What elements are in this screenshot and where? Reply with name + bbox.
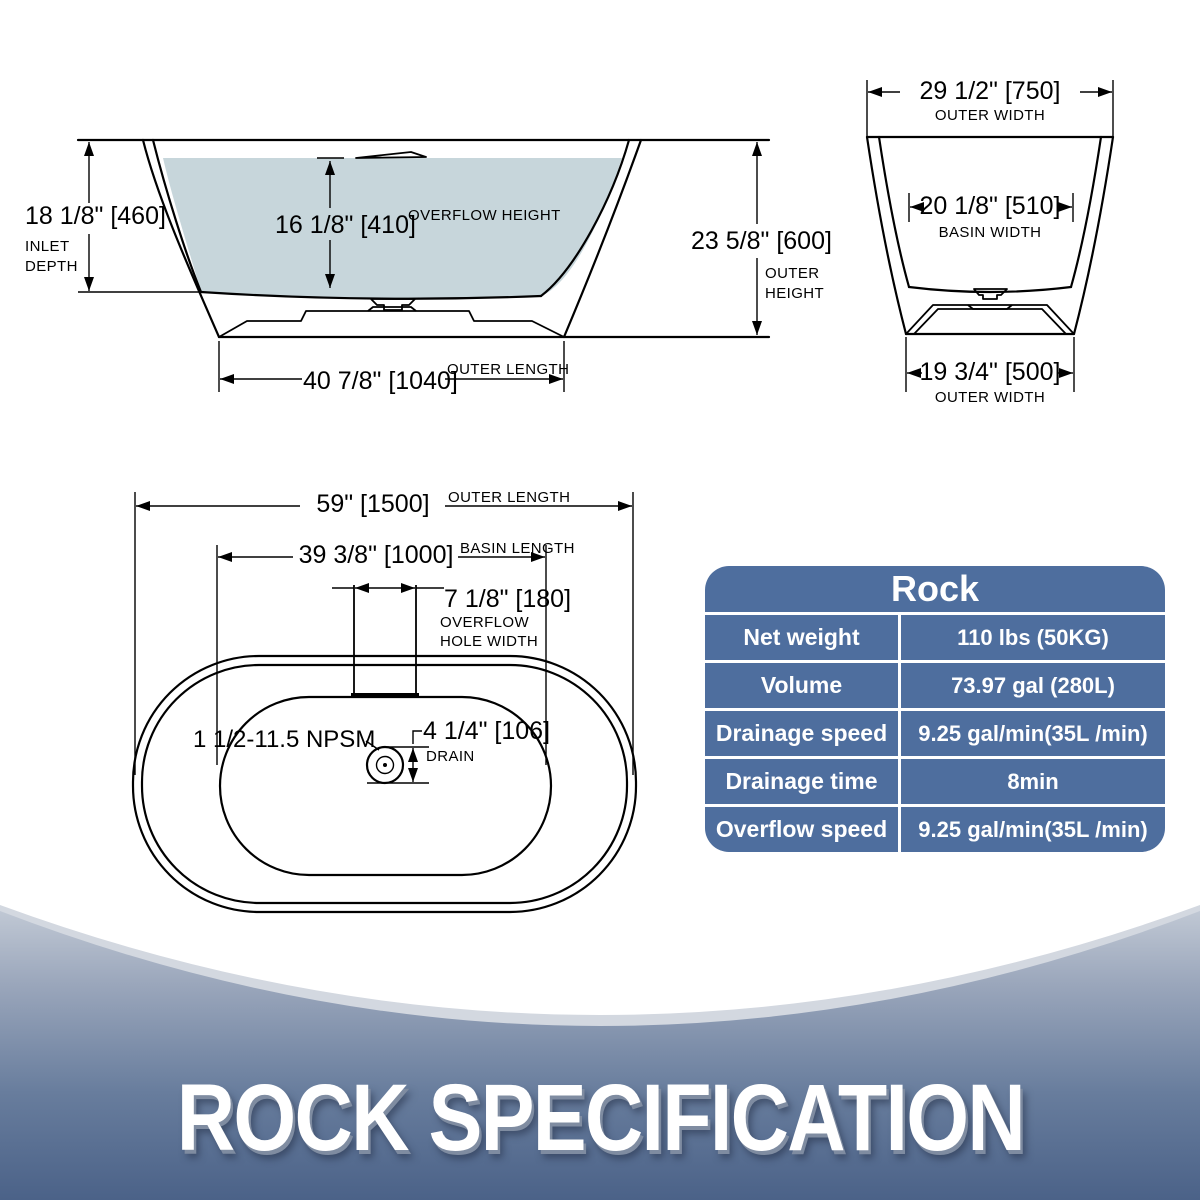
bottom-banner: ROCK SPECIFICATION bbox=[0, 893, 1200, 1200]
plan-view-diagram: 59" [1500] OUTER LENGTH 39 3/8" [1000] B… bbox=[131, 489, 638, 914]
spec-value: 9.25 gal/min(35L /min) bbox=[901, 807, 1165, 852]
basin-length-value: 39 3/8" [1000] bbox=[299, 541, 454, 569]
side-view-diagram: 18 1/8" [460] INLET DEPTH 16 1/8" [410] … bbox=[25, 138, 832, 395]
side-view-dimensions: 18 1/8" [460] INLET DEPTH 16 1/8" [410] … bbox=[25, 142, 832, 395]
inlet-depth-label1: INLET bbox=[25, 238, 70, 255]
banner-title: ROCK SPECIFICATION bbox=[176, 1065, 1025, 1171]
spec-label: Drainage speed bbox=[705, 711, 898, 756]
table-row: Volume 73.97 gal (280L) bbox=[705, 663, 1165, 708]
overflow-hole-label1: OVERFLOW bbox=[440, 614, 529, 631]
outer-width-bottom-value: 19 3/4" [500] bbox=[920, 358, 1061, 386]
outer-length-value: 40 7/8" [1040] bbox=[303, 367, 458, 395]
plan-outer-length-value: 59" [1500] bbox=[316, 490, 429, 518]
drain-fitting-side bbox=[370, 298, 416, 311]
overflow-hole-value: 7 1/8" [180] bbox=[444, 585, 571, 613]
outer-width-bottom-label: OUTER WIDTH bbox=[935, 389, 1045, 406]
overflow-pipe-mark bbox=[355, 151, 427, 159]
outer-width-top-value: 29 1/2" [750] bbox=[920, 77, 1061, 105]
overflow-hole-mark bbox=[351, 693, 419, 698]
spec-value: 9.25 gal/min(35L /min) bbox=[901, 711, 1165, 756]
spec-label: Overflow speed bbox=[705, 807, 898, 852]
drain-value: 4 1/4" [106] bbox=[423, 717, 550, 745]
basin-width-value: 20 1/8" [510] bbox=[920, 192, 1061, 220]
overflow-height-value: 16 1/8" [410] bbox=[275, 211, 416, 239]
spec-table-title: Rock bbox=[705, 566, 1165, 612]
table-row: Net weight 110 lbs (50KG) bbox=[705, 615, 1165, 660]
spec-value: 73.97 gal (280L) bbox=[901, 663, 1165, 708]
spec-label: Drainage time bbox=[705, 759, 898, 804]
drain-fitting-end bbox=[973, 288, 1008, 300]
wave-divider bbox=[0, 893, 1200, 1026]
table-row: Drainage time 8min bbox=[705, 759, 1165, 804]
drain-thread-label: 1 1/2-11.5 NPSM bbox=[193, 726, 375, 753]
outer-height-label1: OUTER bbox=[765, 265, 820, 282]
plan-outer-length-label: OUTER LENGTH bbox=[448, 489, 570, 506]
end-view-diagram: 29 1/2" [750] OUTER WIDTH 20 1/8" [510] … bbox=[865, 77, 1115, 406]
spec-table: Rock Net weight 110 lbs (50KG) Volume 73… bbox=[705, 566, 1165, 852]
plan-view-dimensions: 59" [1500] OUTER LENGTH 39 3/8" [1000] B… bbox=[134, 489, 634, 784]
outer-length-label: OUTER LENGTH bbox=[447, 361, 569, 378]
outer-height-value: 23 5/8" [600] bbox=[691, 227, 832, 255]
drain-label: DRAIN bbox=[426, 748, 475, 765]
inlet-depth-value: 18 1/8" [460] bbox=[25, 202, 166, 230]
spec-value: 8min bbox=[901, 759, 1165, 804]
overflow-hole-label2: HOLE WIDTH bbox=[440, 633, 538, 650]
tub-side-outline bbox=[76, 138, 771, 339]
table-row: Drainage speed 9.25 gal/min(35L /min) bbox=[705, 711, 1165, 756]
outer-width-top-label: OUTER WIDTH bbox=[935, 107, 1045, 124]
overflow-height-label: OVERFLOW HEIGHT bbox=[408, 207, 561, 224]
spec-label: Net weight bbox=[705, 615, 898, 660]
tub-plan-outline bbox=[131, 585, 638, 914]
spec-label: Volume bbox=[705, 663, 898, 708]
outer-height-label2: HEIGHT bbox=[765, 285, 824, 302]
inlet-depth-label2: DEPTH bbox=[25, 258, 78, 275]
tub-end-outline bbox=[865, 135, 1115, 336]
spec-value: 110 lbs (50KG) bbox=[901, 615, 1165, 660]
end-view-dimensions: 29 1/2" [750] OUTER WIDTH 20 1/8" [510] … bbox=[866, 77, 1114, 406]
table-row: Overflow speed 9.25 gal/min(35L /min) bbox=[705, 807, 1165, 852]
basin-width-label: BASIN WIDTH bbox=[939, 224, 1042, 241]
basin-length-label: BASIN LENGTH bbox=[460, 540, 575, 557]
